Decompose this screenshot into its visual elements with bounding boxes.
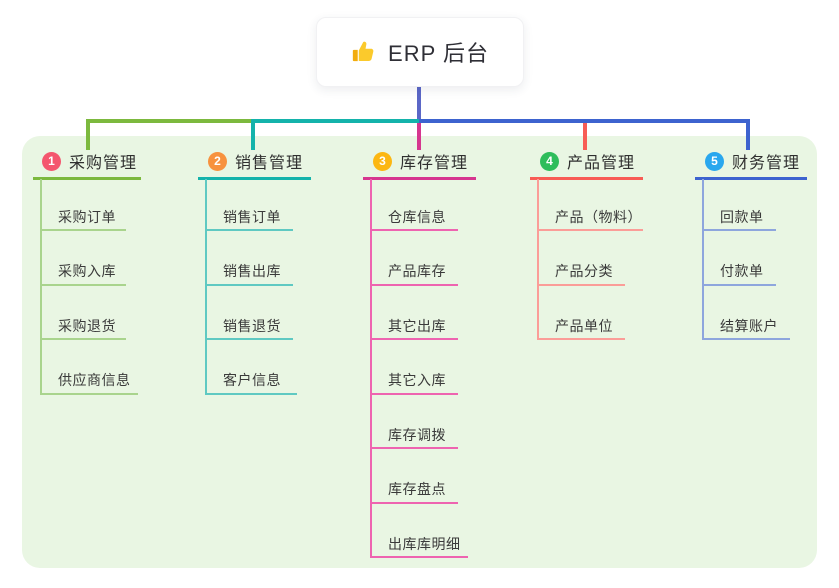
child-underline bbox=[205, 338, 293, 340]
child-underline bbox=[205, 284, 293, 286]
child-node[interactable]: 库存调拨 bbox=[388, 427, 446, 443]
child-guide-line bbox=[40, 179, 42, 395]
branch-connector-finance bbox=[419, 119, 750, 150]
branch-underline bbox=[695, 177, 807, 180]
child-guide-line bbox=[537, 179, 539, 340]
branch-label: 销售管理 bbox=[235, 155, 304, 172]
child-node[interactable]: 出库库明细 bbox=[388, 536, 461, 552]
child-node[interactable]: 销售退货 bbox=[223, 318, 281, 334]
child-node[interactable]: 仓库信息 bbox=[388, 209, 446, 225]
child-node[interactable]: 其它入库 bbox=[388, 372, 446, 388]
child-node[interactable]: 采购订单 bbox=[58, 209, 116, 225]
child-node[interactable]: 销售订单 bbox=[223, 209, 281, 225]
branch-underline bbox=[198, 177, 311, 180]
child-underline bbox=[702, 338, 790, 340]
branch-connector-sales bbox=[251, 119, 421, 150]
branch-label: 库存管理 bbox=[400, 155, 469, 172]
child-node[interactable]: 其它出库 bbox=[388, 318, 446, 334]
child-node[interactable]: 供应商信息 bbox=[58, 372, 131, 388]
branch-label: 产品管理 bbox=[567, 155, 636, 172]
child-underline bbox=[370, 502, 458, 504]
child-underline bbox=[537, 229, 643, 231]
child-underline bbox=[370, 393, 458, 395]
branch-label: 财务管理 bbox=[732, 155, 801, 172]
child-node[interactable]: 付款单 bbox=[720, 263, 764, 279]
root-node[interactable]: ERP 后台 bbox=[316, 17, 524, 87]
branch-node-purchase[interactable]: 1 采购管理 bbox=[42, 148, 137, 174]
child-underline bbox=[40, 338, 126, 340]
branch-underline bbox=[33, 177, 141, 180]
child-node[interactable]: 产品（物料） bbox=[555, 209, 642, 225]
child-node[interactable]: 产品分类 bbox=[555, 263, 613, 279]
child-node[interactable]: 库存盘点 bbox=[388, 481, 446, 497]
branch-badge: 3 bbox=[373, 151, 392, 171]
branch-underline bbox=[363, 177, 476, 180]
thumbs-up-icon bbox=[351, 39, 377, 65]
child-node[interactable]: 采购入库 bbox=[58, 263, 116, 279]
child-node[interactable]: 产品库存 bbox=[388, 263, 446, 279]
root-label: ERP 后台 bbox=[388, 41, 489, 66]
child-underline bbox=[370, 556, 468, 558]
child-node[interactable]: 产品单位 bbox=[555, 318, 613, 334]
branch-label: 采购管理 bbox=[69, 155, 138, 172]
branch-badge: 1 bbox=[42, 151, 61, 171]
branch-node-sales[interactable]: 2 销售管理 bbox=[208, 148, 303, 174]
child-guide-line bbox=[370, 179, 372, 558]
mindmap-panel bbox=[22, 136, 817, 568]
child-node[interactable]: 销售出库 bbox=[223, 263, 281, 279]
branch-badge: 2 bbox=[208, 151, 227, 171]
child-underline bbox=[370, 229, 458, 231]
branch-badge: 4 bbox=[540, 151, 559, 171]
child-underline bbox=[537, 284, 625, 286]
child-underline bbox=[40, 393, 138, 395]
branch-badge: 5 bbox=[705, 151, 724, 171]
branch-node-finance[interactable]: 5 财务管理 bbox=[705, 148, 800, 174]
branch-node-product[interactable]: 4 产品管理 bbox=[540, 148, 635, 174]
child-underline bbox=[40, 284, 126, 286]
child-underline bbox=[40, 229, 126, 231]
child-underline bbox=[702, 284, 776, 286]
child-underline bbox=[370, 338, 458, 340]
child-underline bbox=[537, 338, 625, 340]
child-node[interactable]: 结算账户 bbox=[720, 318, 778, 334]
child-underline bbox=[205, 393, 297, 395]
child-node[interactable]: 客户信息 bbox=[223, 372, 281, 388]
child-guide-line bbox=[205, 179, 207, 395]
child-underline bbox=[370, 284, 458, 286]
branch-underline bbox=[530, 177, 643, 180]
child-guide-line bbox=[702, 179, 704, 340]
branch-connector-purchase bbox=[86, 119, 256, 150]
child-underline bbox=[370, 447, 458, 449]
child-node[interactable]: 回款单 bbox=[720, 209, 764, 225]
child-node[interactable]: 采购退货 bbox=[58, 318, 116, 334]
child-underline bbox=[205, 229, 293, 231]
branch-node-inventory[interactable]: 3 库存管理 bbox=[373, 148, 468, 174]
child-underline bbox=[702, 229, 776, 231]
